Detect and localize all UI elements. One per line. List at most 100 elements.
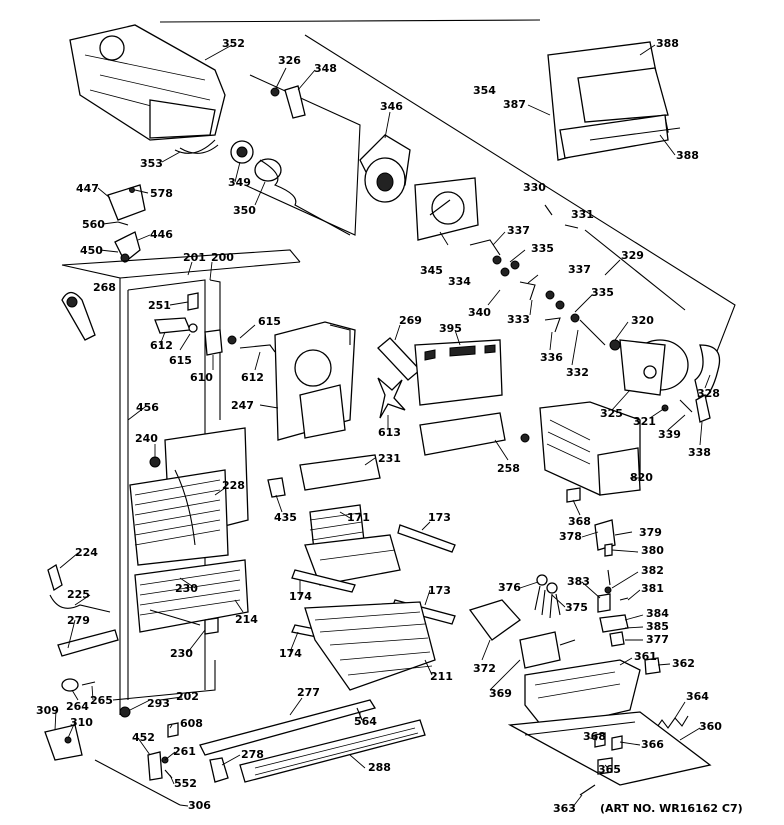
callout-171: 171 [347, 511, 370, 524]
callout-348: 348 [314, 62, 337, 75]
callout-350: 350 [233, 204, 256, 217]
callout-376: 376 [498, 581, 521, 594]
callout-231: 231 [378, 452, 401, 465]
part-224 [47, 563, 63, 592]
part-368b [594, 732, 606, 748]
callout-345: 345 [420, 264, 443, 277]
motor-346 [359, 134, 411, 203]
hinge-309 [44, 724, 83, 761]
callout-615-right: 615 [258, 315, 281, 328]
gear-349 [230, 140, 254, 164]
callout-362: 362 [672, 657, 695, 670]
screw-564 [356, 707, 363, 721]
callout-366: 366 [641, 738, 664, 751]
callout-388-top: 388 [656, 37, 679, 50]
callout-375: 375 [565, 601, 588, 614]
dispenser-motor-320 [609, 339, 689, 396]
cover-258 [419, 412, 506, 456]
grille-288 [239, 719, 426, 783]
thermostat-parts [154, 292, 276, 356]
callout-388-bottom: 388 [676, 149, 699, 162]
callout-338: 338 [688, 446, 711, 459]
callout-613: 613 [378, 426, 401, 439]
callout-450: 450 [80, 244, 103, 257]
callout-228: 228 [222, 479, 245, 492]
callout-560: 560 [82, 218, 105, 231]
art-number: (ART NO. WR16162 C7) [600, 802, 743, 815]
callout-320: 320 [631, 314, 654, 327]
nut-326 [270, 87, 280, 97]
callout-349: 349 [228, 176, 251, 189]
callout-325: 325 [600, 407, 623, 420]
top-guide-line [159, 19, 541, 23]
callout-578: 578 [150, 187, 173, 200]
callout-173-bottom: 173 [428, 584, 451, 597]
callout-447: 447 [76, 182, 99, 195]
callout-380: 380 [641, 544, 664, 557]
support-231 [299, 454, 381, 491]
callout-labels: 352 326 348 346 354 388 387 388 353 349 … [36, 37, 743, 815]
callout-293: 293 [147, 697, 170, 710]
callout-382: 382 [641, 564, 664, 577]
callout-225: 225 [67, 588, 90, 601]
tube-225 [49, 594, 111, 613]
callout-258: 258 [497, 462, 520, 475]
callout-288: 288 [368, 761, 391, 774]
screw-265 [81, 681, 96, 686]
drawing [44, 19, 736, 806]
callout-328: 328 [697, 387, 720, 400]
nut-382 [604, 586, 612, 594]
callout-202: 202 [176, 690, 199, 703]
callout-211: 211 [430, 670, 453, 683]
callout-278: 278 [241, 748, 264, 761]
callout-173-top: 173 [428, 511, 451, 524]
linkage-parts [469, 239, 606, 346]
pin-339 [679, 399, 693, 413]
auger-350 [254, 158, 351, 236]
callout-251: 251 [148, 299, 171, 312]
plate-345 [414, 177, 479, 241]
callout-608: 608 [180, 717, 203, 730]
callout-174-top: 174 [289, 590, 312, 603]
callout-279: 279 [67, 614, 90, 627]
tray-360 [507, 711, 712, 786]
fan-housing-247 [274, 321, 356, 441]
callout-360: 360 [699, 720, 722, 733]
bracket-268 [61, 291, 96, 341]
arm-328 [694, 344, 721, 404]
callout-339: 339 [658, 428, 681, 441]
screw-363 [579, 784, 596, 796]
callout-368-bottom: 368 [583, 730, 606, 743]
callout-612-right: 612 [241, 371, 264, 384]
diagonal-guide-line [304, 34, 736, 396]
part-384 [599, 614, 629, 633]
callout-387: 387 [503, 98, 526, 111]
callout-335-top: 335 [531, 242, 554, 255]
rod-306 [94, 759, 181, 806]
part-379 [604, 543, 613, 557]
solenoid-369 [519, 631, 576, 669]
callout-353: 353 [140, 157, 163, 170]
leader-lines [54, 44, 711, 809]
drain-279 [57, 629, 119, 657]
callout-446: 446 [150, 228, 173, 241]
callout-352: 352 [222, 37, 245, 50]
callout-564: 564 [354, 715, 377, 728]
callout-333: 333 [507, 313, 530, 326]
callout-361: 361 [634, 650, 657, 663]
callout-435: 435 [274, 511, 297, 524]
callout-326: 326 [278, 54, 301, 67]
callout-265: 265 [90, 694, 113, 707]
callout-381: 381 [641, 582, 664, 595]
callout-174-bottom: 174 [279, 647, 302, 660]
callout-264: 264 [66, 700, 89, 713]
callout-331: 331 [571, 208, 594, 221]
tube-269 [377, 337, 421, 381]
callout-332: 332 [566, 366, 589, 379]
basket-211 [304, 601, 436, 691]
bracket-348 [284, 85, 306, 119]
rail-173-upper [397, 524, 456, 553]
rail-277 [199, 699, 377, 756]
dispenser-housing-361 [524, 657, 661, 731]
rail-174-upper [291, 569, 356, 593]
